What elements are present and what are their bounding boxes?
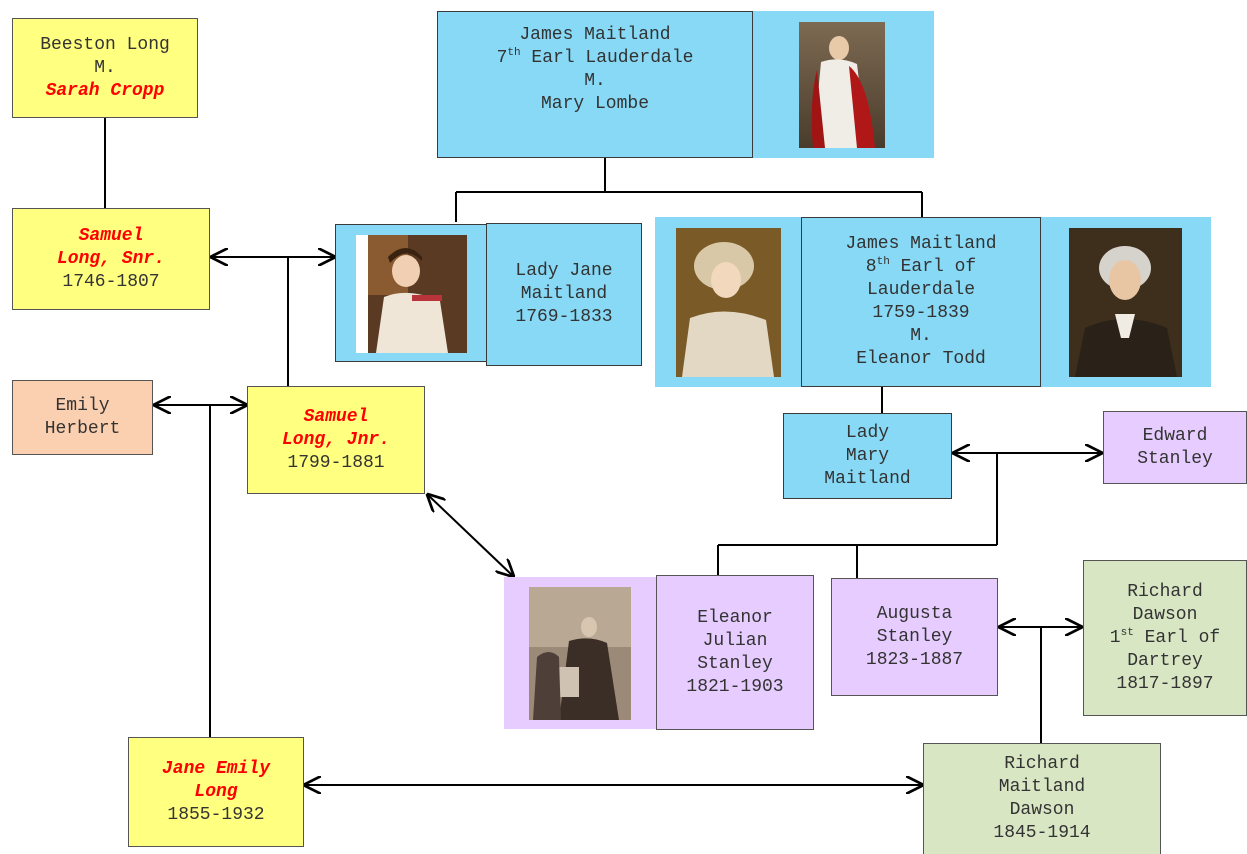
name-line-2: Long — [194, 781, 238, 802]
name-line-1: Richard — [1127, 581, 1203, 602]
married-marker: M. — [910, 326, 932, 346]
spouse-name: Mary Lombe — [540, 94, 650, 114]
life-dates: 1759-1839 — [872, 303, 970, 323]
portrait-eleanor-julian-icon — [529, 587, 631, 720]
life-dates: 1769-1833 — [515, 307, 613, 327]
person-samuel-long-jnr: Samuel Long, Jnr. 1799-1881 — [247, 386, 425, 494]
person-richard-dawson-1st-earl: Richard Dawson 1st Earl of Dartrey 1817-… — [1083, 560, 1247, 716]
life-dates: 1823-1887 — [865, 649, 964, 670]
spouse-name: Eleanor Todd — [856, 349, 986, 369]
person-lady-mary-maitland: Lady Mary Maitland — [783, 413, 952, 499]
married-marker: M. — [584, 71, 606, 91]
life-dates: 1799-1881 — [287, 452, 385, 473]
arrow-samuel-jnr-eleanor — [428, 495, 513, 576]
person-james-maitland-8th-earl: James Maitland 8th Earl of Lauderdale 17… — [801, 217, 1041, 387]
name-line-2: Mary — [845, 445, 890, 466]
portrait-eleanor-todd-icon — [676, 228, 781, 377]
person-edward-stanley: Edward Stanley — [1103, 411, 1247, 484]
name-line-1: Emily — [55, 395, 110, 416]
person-richard-maitland-dawson: Richard Maitland Dawson 1845-1914 — [923, 743, 1161, 854]
person-eleanor-julian-stanley: Eleanor Julian Stanley 1821-1903 — [656, 575, 814, 730]
name-line: Beeston Long — [40, 34, 170, 55]
life-dates: 1746-1807 — [62, 271, 160, 292]
person-lady-jane-maitland: Lady Jane Maitland 1769-1833 — [486, 223, 642, 366]
name-line-2: Stanley — [876, 626, 953, 647]
name-line-1: Edward — [1142, 425, 1208, 446]
name-line-2: Long, Jnr. — [281, 429, 391, 450]
life-dates: 1845-1914 — [993, 823, 1091, 843]
life-dates: 1817-1897 — [1116, 673, 1214, 694]
person-samuel-long-snr: Samuel Long, Snr. 1746-1807 — [12, 208, 210, 310]
frame-strip — [356, 235, 368, 353]
name-line-2: Long, Snr. — [56, 248, 166, 269]
name-line-2: Maitland — [520, 284, 608, 304]
title-line: 1st Earl of — [1109, 626, 1221, 648]
name-line-2: Stanley — [1137, 448, 1213, 469]
name-line-2: Julian — [702, 630, 768, 651]
name-line-3: Maitland — [824, 468, 911, 489]
person-emily-herbert: Emily Herbert — [12, 380, 153, 455]
portrait-james-8th-earl-icon — [1069, 228, 1182, 377]
name-line-3: Stanley — [697, 653, 773, 674]
person-jane-emily-long: Jane Emily Long 1855-1932 — [128, 737, 304, 847]
title-line-2: Lauderdale — [866, 280, 976, 300]
person-augusta-stanley: Augusta Stanley 1823-1887 — [831, 578, 998, 696]
life-dates: 1821-1903 — [686, 676, 784, 697]
name-line-1: Eleanor — [697, 607, 773, 628]
name-line: James Maitland — [845, 234, 997, 254]
life-dates: 1855-1932 — [167, 804, 265, 825]
title-line-2: Dartrey — [1127, 650, 1203, 671]
person-james-maitland-7th-earl: James Maitland 7th Earl Lauderdale M. Ma… — [437, 11, 753, 158]
name-line-2: Maitland — [998, 777, 1086, 797]
name-line-1: Lady — [845, 422, 890, 443]
name-line-1: Lady Jane — [515, 261, 613, 281]
title-line: 8th Earl of — [865, 256, 977, 278]
name-line-1: Samuel — [78, 225, 144, 246]
married-marker: M. — [94, 57, 116, 78]
name-line-3: Dawson — [1009, 800, 1075, 820]
spouse-name: Sarah Cropp — [45, 80, 165, 101]
name-line-2: Dawson — [1132, 604, 1198, 625]
name-line-2: Herbert — [44, 418, 121, 439]
name-line: James Maitland — [519, 25, 671, 45]
portrait-lady-jane-icon — [368, 235, 467, 353]
name-line-1: Jane Emily — [161, 758, 271, 779]
name-line-1: Richard — [1004, 754, 1080, 774]
person-beeston-long: Beeston Long M. Sarah Cropp — [12, 18, 198, 118]
name-line-1: Samuel — [303, 406, 369, 427]
portrait-james-7th-earl-icon — [799, 22, 885, 148]
title-line: 7th Earl Lauderdale — [496, 47, 694, 69]
name-line-1: Augusta — [876, 603, 953, 624]
